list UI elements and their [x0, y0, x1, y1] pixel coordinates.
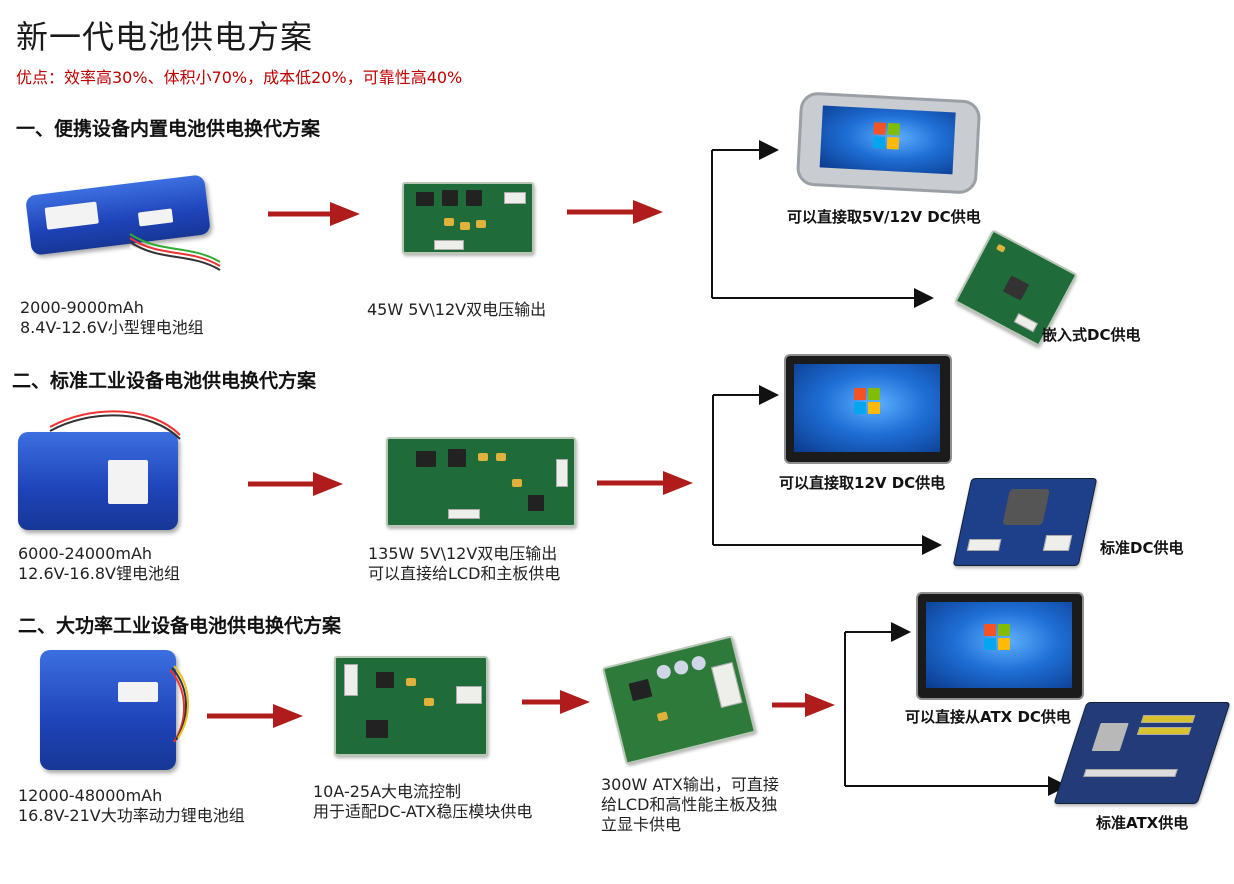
atx-caption: 300W ATX输出，可直接 给LCD和高性能主板及独 立显卡供电: [601, 775, 779, 834]
battery-pack-image: [40, 650, 176, 770]
red-arrow: [248, 472, 343, 496]
battery-caption: 6000-24000mAh 12.6V-16.8V锂电池组: [18, 544, 180, 583]
output-label: 可以直接取12V DC供电: [779, 474, 946, 492]
output-label: 标准ATX供电: [1096, 814, 1189, 832]
red-arrow: [207, 704, 303, 728]
section-heading: 二、标准工业设备电池供电换代方案: [12, 370, 317, 392]
output-label: 嵌入式DC供电: [1042, 326, 1141, 344]
module-caption: 45W 5V\12V双电压输出: [367, 300, 547, 319]
fork-connector: [844, 622, 1068, 796]
output-label: 标准DC供电: [1100, 539, 1184, 557]
section-heading: 一、便携设备内置电池供电换代方案: [16, 118, 321, 140]
module-caption: 135W 5V\12V双电压输出 可以直接给LCD和主板供电: [368, 544, 561, 583]
windows-logo-icon: [872, 122, 902, 151]
lcd-panel-image: [784, 354, 952, 464]
fork-connector: [711, 140, 934, 308]
battery-caption: 12000-48000mAh 16.8V-21V大功率动力锂电池组: [18, 786, 245, 825]
pcb-module-image: [334, 656, 488, 756]
battery-caption: 2000-9000mAh 8.4V-12.6V小型锂电池组: [20, 298, 204, 337]
rugged-tablet-image: [795, 91, 982, 195]
red-arrow: [597, 471, 693, 495]
red-arrow: [522, 690, 590, 714]
red-arrow: [567, 200, 663, 224]
battery-wires: [169, 665, 189, 743]
pcb-module-image: [386, 437, 576, 527]
output-label: 可以直接从ATX DC供电: [905, 708, 1071, 726]
battery-wires: [129, 233, 221, 275]
windows-logo-icon: [854, 388, 882, 416]
fork-connector: [712, 385, 942, 555]
page-title: 新一代电池供电方案: [16, 18, 314, 56]
windows-logo-icon: [984, 624, 1012, 652]
red-arrow: [268, 202, 360, 226]
battery-pack-image: [18, 432, 178, 530]
red-arrow: [772, 693, 835, 717]
section-heading: 二、大功率工业设备电池供电换代方案: [18, 615, 342, 637]
lcd-panel-image: [916, 592, 1084, 700]
battery-wires: [49, 406, 181, 440]
module-caption: 10A-25A大电流控制 用于适配DC-ATX稳压模块供电: [313, 782, 533, 821]
output-label: 可以直接取5V/12V DC供电: [787, 208, 981, 226]
motherboard-image: [952, 478, 1098, 566]
page-subtitle: 优点：效率高30%、体积小70%，成本低20%，可靠性高40%: [16, 68, 463, 87]
pcb-module-image: [402, 182, 534, 254]
